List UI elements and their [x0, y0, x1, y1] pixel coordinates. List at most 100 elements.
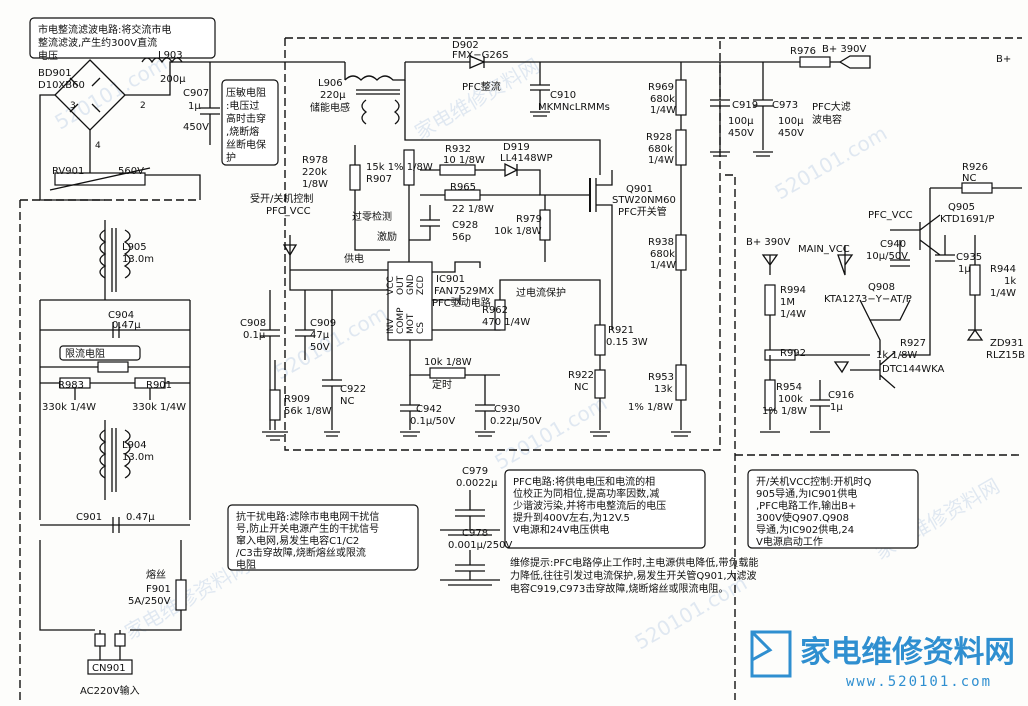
label-c942-val: 0.1μ/50V: [410, 416, 455, 427]
label-r978: R978: [302, 155, 328, 166]
label-pin-vcc: VCC: [386, 276, 396, 295]
component-labels: BD901 D10XB60 3 2 4 L903 200μ C907 1μ 45…: [38, 40, 1025, 697]
label-c940: C940: [880, 239, 906, 250]
label-c907-val1: 1μ: [188, 101, 201, 112]
label-r909: R909: [284, 394, 310, 405]
label-b-plus: B+: [996, 54, 1011, 65]
label-c935: C935: [956, 252, 982, 263]
label-zero-detect: 过零检测: [352, 210, 392, 223]
label-c973: C973: [772, 100, 798, 111]
watermark-text: 520101.com: [51, 51, 172, 134]
label-c922-val: NC: [340, 396, 354, 407]
label-r907: R907: [366, 174, 392, 185]
label-d902-part: FMX−G26S: [452, 50, 508, 61]
callout-varistor: 压敏电阻:电压过高时击穿,烧断熔丝断电保护: [221, 79, 279, 166]
callout-rectifier-text: 市电整流滤波电路:将交流市电整流滤波,产生约300V直流电压: [38, 23, 171, 62]
label-c919-val1: 100μ: [728, 116, 754, 127]
label-r901: R901: [146, 380, 172, 391]
label-pin-cs: CS: [416, 322, 426, 334]
label-c979-val: 0.0022μ: [456, 478, 498, 489]
callout-varistor-text: 压敏电阻:电压过高时击穿,烧断熔丝断电保护: [226, 86, 266, 164]
label-r978-val2: 1/8W: [302, 179, 328, 190]
label-r922: R922: [568, 370, 594, 381]
label-c928-val: 56p: [452, 232, 471, 243]
label-r953: R953: [648, 372, 674, 383]
label-r928-val2: 1/4W: [648, 155, 674, 166]
callout-repair-tip: 维修提示:PFC电路停止工作时,主电源供电降低,带负载能力降低,往往引发过电流保…: [510, 556, 759, 595]
label-l906-val: 220μ: [320, 90, 346, 101]
label-r928-val1: 680k: [648, 144, 673, 155]
label-bd901: BD901: [38, 68, 72, 79]
label-c930: C930: [494, 404, 520, 415]
label-r926: R926: [962, 162, 988, 173]
label-r976: R976: [790, 46, 816, 57]
label-excite: 激励: [377, 230, 397, 243]
label-c910-part: MKMNcLRMMs: [538, 102, 610, 113]
watermark-text: 家电维修资料网: [411, 54, 544, 145]
label-c907: C907: [183, 88, 209, 99]
label-l905-val: 13.0m: [122, 254, 154, 265]
label-q908: Q908: [868, 282, 895, 293]
label-c930-val: 0.22μ/50V: [490, 416, 542, 427]
label-pin-inv: INV: [386, 318, 396, 334]
label-r969-val1: 680k: [650, 94, 675, 105]
label-r907-val: 15k 1% 1/8W: [366, 162, 433, 173]
label-pin-comp: COMP: [396, 307, 406, 334]
label-r938-val1: 680k: [650, 249, 675, 260]
label-c973-val1: 100μ: [778, 116, 804, 127]
label-q901-name: PFC开关管: [618, 205, 667, 218]
label-rv901: RV901: [52, 166, 84, 177]
label-ac-in: AC220V输入: [80, 684, 140, 697]
label-r979-val: 10k 1/8W: [494, 226, 542, 237]
label-r944: R944: [990, 264, 1016, 275]
label-pin-gnd: GND: [406, 274, 416, 295]
label-r954-val2: 1% 1/8W: [762, 406, 807, 417]
label-rv901-val: 560V: [118, 166, 144, 177]
label-timer: 定时: [432, 378, 452, 391]
label-l903: L903: [158, 50, 183, 61]
label-r928: R928: [646, 132, 672, 143]
label-r938: R938: [648, 237, 674, 248]
label-c978: C978: [462, 528, 488, 539]
label-f901-val: 5A/250V: [128, 596, 171, 607]
label-pfc-cap: PFC大滤: [812, 100, 851, 113]
label-r978-val1: 220k: [302, 167, 327, 178]
label-ic901-name: PFC驱动电路: [432, 296, 491, 309]
label-r926-val: NC: [962, 173, 976, 184]
label-r921-val: 0.15 3W: [606, 337, 648, 348]
label-r962-val: 470 1/4W: [482, 317, 530, 328]
label-q908-part: KTA1273−Y−AT/P: [824, 294, 912, 305]
label-zd931-part: RLZ15B: [986, 350, 1025, 361]
label-c904: C904: [108, 310, 134, 321]
label-pfc-vcc: PFC_VCC: [266, 206, 311, 217]
label-r954: R954: [776, 382, 802, 393]
wiring: [39, 55, 1022, 675]
repair-tip-text: 维修提示:PFC电路停止工作时,主电源供电降低,带负载能力降低,往往引发过电流保…: [510, 556, 759, 595]
label-q901: Q901: [626, 184, 653, 195]
label-b-plus-390b: B+ 390V: [746, 237, 791, 248]
label-pfc-vcc2: PFC_VCC: [868, 210, 913, 221]
label-c919: C919: [732, 100, 758, 111]
label-c922: C922: [340, 384, 366, 395]
label-c979: C979: [462, 466, 488, 477]
label-r962: R962: [482, 305, 508, 316]
label-c919-val2: 450V: [728, 128, 754, 139]
label-r922-val: NC: [574, 382, 588, 393]
label-l906-name: 储能电感: [310, 101, 350, 114]
label-c909-val1: 47μ: [310, 330, 330, 341]
label-pin3: 3: [70, 101, 76, 111]
label-c909-val2: 50V: [310, 342, 330, 353]
label-r983: R983: [58, 380, 84, 391]
label-r921: R921: [608, 325, 634, 336]
label-c910: C910: [550, 90, 576, 101]
label-onoff-ctrl: 受开/关机控制: [250, 192, 313, 205]
label-pin2: 2: [140, 101, 146, 111]
label-pfc-cap2: 波电容: [812, 113, 842, 126]
label-d919-part: LL4148WP: [500, 153, 553, 164]
label-b-plus-390: B+ 390V: [822, 44, 867, 55]
label-c940-val: 10μ/50V: [866, 251, 908, 262]
callout-pfc: PFC电路:将供电电压和电流的相位校正为同相位,提高功率因数,减少谐波污染,并将…: [504, 469, 706, 549]
label-r953-val1: 13k: [654, 384, 673, 395]
label-f901: F901: [146, 584, 171, 595]
